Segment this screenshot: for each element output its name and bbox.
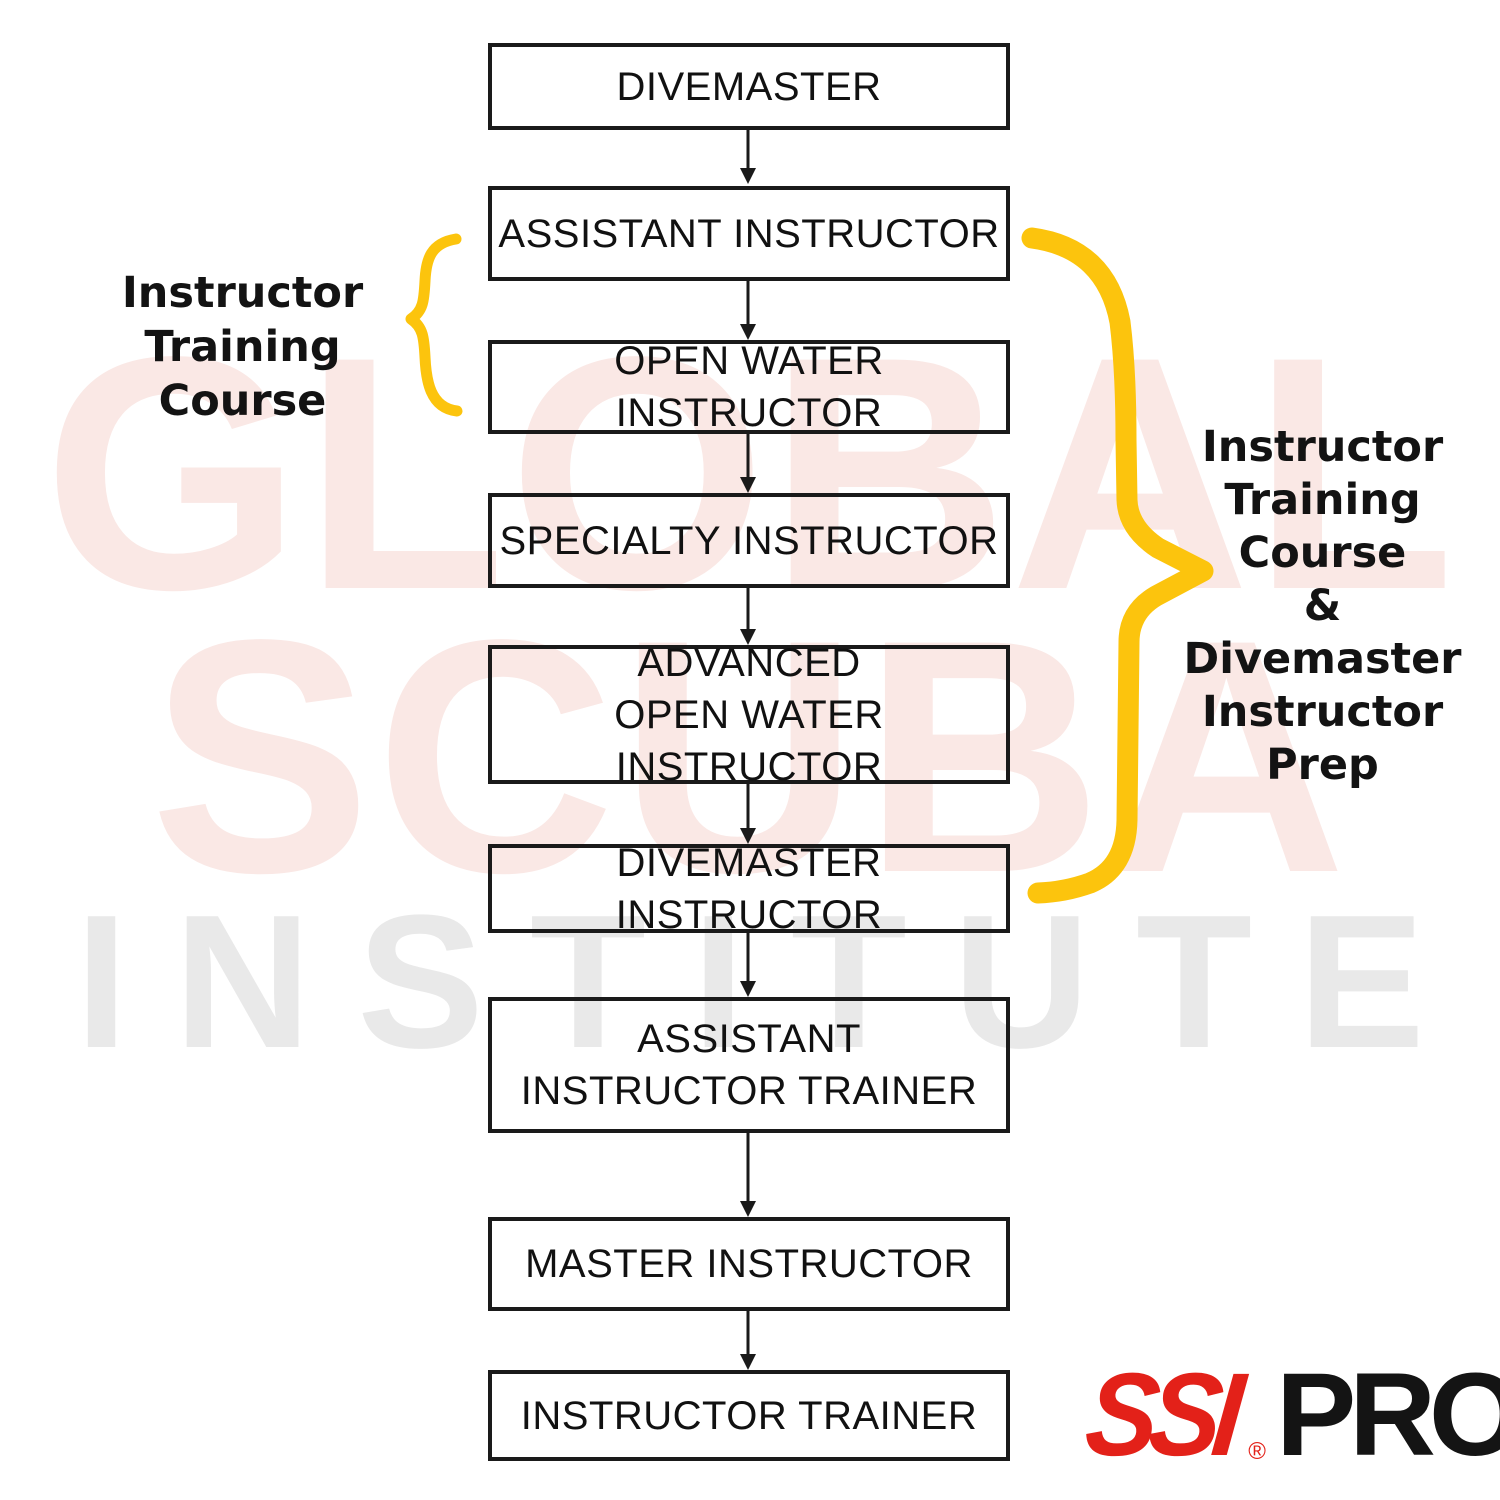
box-label: OPEN WATER INSTRUCTOR [614,339,884,435]
annotation-line: Instructor [1201,687,1444,737]
box-label-line: INSTRUCTOR TRAINER [520,1069,978,1113]
box-label: ASSISTANT INSTRUCTOR [498,211,1000,256]
right-brace-icon [1021,227,1214,904]
annotation-line: Prep [1266,740,1379,790]
annotation-line: Training Course [1224,475,1421,578]
annotation-line: Divemaster [1183,634,1462,684]
flow-box-open-water-instructor: OPEN WATER INSTRUCTOR [488,339,1010,435]
flow-box-divemaster: DIVEMASTER [488,43,1010,130]
flow-box-assistant-instructor-trainer: ASSISTANT INSTRUCTOR TRAINER [488,997,1010,1133]
flow-box-assistant-instructor: ASSISTANT INSTRUCTOR [488,186,1010,281]
box-label: DIVEMASTER INSTRUCTOR [615,840,883,937]
ssi-wordmark: SSI [1080,1349,1241,1482]
box-label: MASTER INSTRUCTOR [525,1242,973,1286]
ssi-pro-logo: SSI ® PRO [1080,1349,1500,1482]
box-label: INSTRUCTOR TRAINER [520,1393,978,1438]
pro-wordmark: PRO [1275,1349,1500,1482]
annotation-line: Instructor [121,268,364,318]
left-brace-icon [405,233,463,417]
annotation-itc-and-divemaster-instructor-prep: Instructor Training Course & Divemaster … [1145,421,1500,792]
box-label-line: OPEN WATER INSTRUCTOR [614,692,884,789]
flow-box-specialty-instructor: SPECIALTY INSTRUCTOR [488,493,1010,588]
flow-box-master-instructor: MASTER INSTRUCTOR [488,1217,1010,1311]
box-label: DIVEMASTER [616,64,882,109]
box-label-line: ASSISTANT [637,1017,861,1061]
registered-trademark-icon: ® [1248,1438,1266,1465]
flow-box-advanced-open-water-instructor: ADVANCED OPEN WATER INSTRUCTOR [488,641,1010,789]
annotation-instructor-training-course: Instructor Training Course [55,266,430,428]
annotation-line: Instructor [1201,422,1444,472]
box-label-line: ADVANCED [637,640,861,685]
flow-box-divemaster-instructor: DIVEMASTER INSTRUCTOR [488,841,1010,937]
flow-box-instructor-trainer: INSTRUCTOR TRAINER [488,1370,1010,1461]
annotation-line: Training Course [144,322,341,426]
annotation-line: & [1303,581,1342,631]
box-label: SPECIALTY INSTRUCTOR [499,518,999,563]
